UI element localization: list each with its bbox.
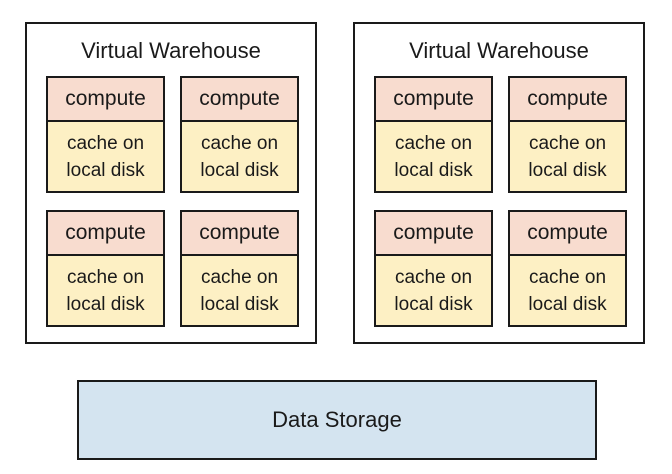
cache-box: cache on local disk (182, 122, 297, 191)
cache-label-line1: cache on (394, 266, 473, 288)
cache-label-line2: local disk (394, 293, 473, 315)
data-storage-box: Data Storage (77, 380, 597, 460)
compute-node: compute cache on local disk (180, 76, 299, 193)
compute-node: compute cache on local disk (180, 210, 299, 327)
cache-box: cache on local disk (376, 122, 491, 191)
compute-label: compute (510, 78, 625, 122)
cache-label-line2: local disk (66, 293, 145, 315)
compute-node: compute cache on local disk (508, 76, 627, 193)
cache-label-line2: local disk (200, 293, 279, 315)
cache-label-line1: cache on (528, 132, 607, 154)
cache-label-line2: local disk (528, 293, 607, 315)
cache-box: cache on local disk (48, 256, 163, 325)
cache-box: cache on local disk (376, 256, 491, 325)
cache-label-line2: local disk (528, 159, 607, 181)
compute-node: compute cache on local disk (46, 76, 165, 193)
cache-box: cache on local disk (182, 256, 297, 325)
cache-label-line2: local disk (200, 159, 279, 181)
compute-node: compute cache on local disk (374, 210, 493, 327)
compute-node: compute cache on local disk (46, 210, 165, 327)
data-storage-label: Data Storage (272, 407, 402, 432)
warehouse-title: Virtual Warehouse (81, 38, 261, 63)
compute-node: compute cache on local disk (374, 76, 493, 193)
cache-label-line2: local disk (66, 159, 145, 181)
compute-label: compute (510, 212, 625, 256)
compute-node: compute cache on local disk (508, 210, 627, 327)
cache-box: cache on local disk (510, 122, 625, 191)
cache-label-line1: cache on (200, 266, 279, 288)
cache-label-line1: cache on (528, 266, 607, 288)
cache-label-line1: cache on (200, 132, 279, 154)
cache-label-line1: cache on (66, 132, 145, 154)
compute-label: compute (48, 212, 163, 256)
cache-box: cache on local disk (48, 122, 163, 191)
compute-label: compute (182, 212, 297, 256)
warehouse-title: Virtual Warehouse (409, 38, 589, 63)
compute-label: compute (376, 78, 491, 122)
cache-label-line1: cache on (66, 266, 145, 288)
compute-label: compute (182, 78, 297, 122)
compute-label: compute (48, 78, 163, 122)
cache-label-line1: cache on (394, 132, 473, 154)
cache-label-line2: local disk (394, 159, 473, 181)
virtual-warehouse-2: Virtual Warehouse compute cache on local… (353, 22, 645, 344)
cache-box: cache on local disk (510, 256, 625, 325)
virtual-warehouse-1: Virtual Warehouse compute cache on local… (25, 22, 317, 344)
compute-label: compute (376, 212, 491, 256)
